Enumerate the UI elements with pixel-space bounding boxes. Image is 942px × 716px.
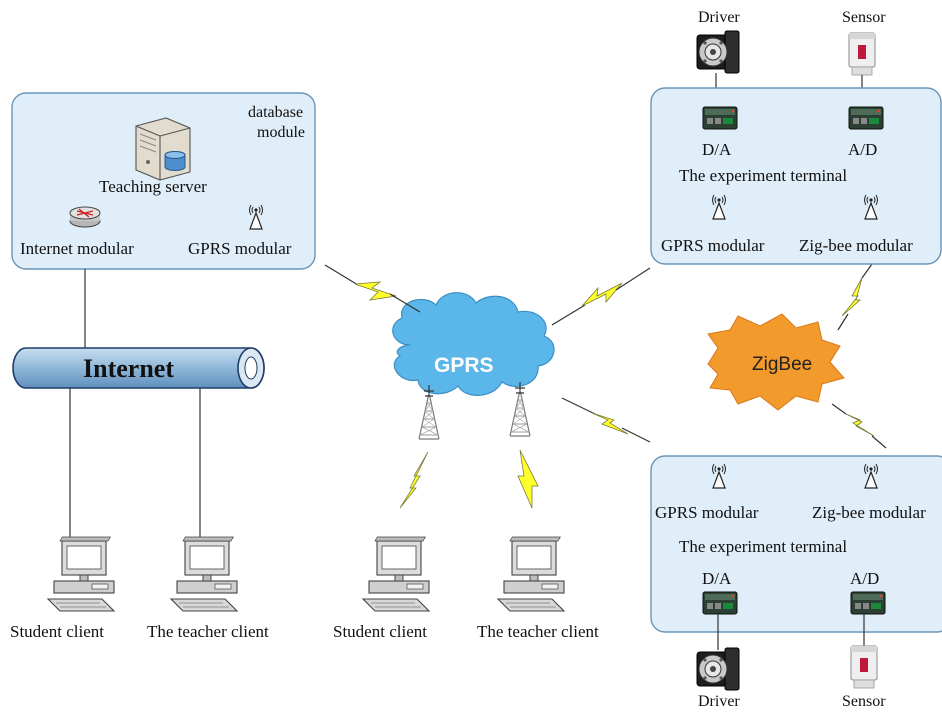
bottom-terminal-title: The experiment terminal xyxy=(679,537,847,556)
top-ad-label: A/D xyxy=(848,140,877,159)
teacher-client-2-icon[interactable] xyxy=(497,536,565,612)
top-sensor-icon xyxy=(848,32,876,76)
top-driver-motor-icon xyxy=(696,30,740,74)
top-zigbee-modular-label: Zig-bee modular xyxy=(799,236,913,255)
bottom-terminal-panel xyxy=(650,455,942,633)
gprs-label: GPRS xyxy=(434,354,494,377)
server-gprs-modular-label: GPRS modular xyxy=(188,239,292,258)
top-terminal-title: The experiment terminal xyxy=(679,166,847,185)
top-da-label: D/A xyxy=(702,140,732,159)
student-client-1-icon[interactable] xyxy=(47,536,115,612)
bottom-sensor-icon xyxy=(850,645,878,689)
top-da-board-icon xyxy=(702,106,738,130)
student-client-2-icon[interactable] xyxy=(362,536,430,612)
bottom-ad-label: A/D xyxy=(850,569,879,588)
teaching-server-label: Teaching server xyxy=(99,177,207,196)
bottom-driver-motor-icon xyxy=(696,647,740,691)
wireless-links xyxy=(324,263,887,509)
bottom-driver-label: Driver xyxy=(698,693,740,710)
bottom-gprs-modular-label: GPRS modular xyxy=(655,503,759,522)
bottom-da-label: D/A xyxy=(702,569,732,588)
database-icon xyxy=(164,151,186,171)
bottom-zigbee-modular-label: Zig-bee modular xyxy=(812,503,926,522)
bottom-sensor-label: Sensor xyxy=(842,693,886,710)
student-client-1-label: Student client xyxy=(10,622,104,641)
server-icon xyxy=(135,117,191,181)
teacher-client-1-icon[interactable] xyxy=(170,536,238,612)
internet-modular-label: Internet modular xyxy=(20,239,134,258)
gprs-cloud xyxy=(392,292,555,396)
bottom-da-board-icon xyxy=(702,591,738,615)
zigbee-hub xyxy=(707,313,845,411)
top-gprs-modular-label: GPRS modular xyxy=(661,236,765,255)
top-driver-label: Driver xyxy=(698,9,740,26)
internet-backbone xyxy=(12,347,265,389)
router-icon xyxy=(69,206,101,228)
top-terminal-panel xyxy=(650,87,942,265)
zigbee-label: ZigBee xyxy=(752,354,812,375)
teacher-client-2-label: The teacher client xyxy=(477,622,599,641)
teacher-client-1-label: The teacher client xyxy=(147,622,269,641)
student-client-2-label: Student client xyxy=(333,622,427,641)
top-sensor-label: Sensor xyxy=(842,9,886,26)
top-ad-board-icon xyxy=(848,106,884,130)
internet-label: Internet xyxy=(83,354,174,383)
database-module-label-1: database xyxy=(248,104,303,121)
database-module-label-2: module xyxy=(257,124,305,141)
gprs-tower-right-icon xyxy=(509,381,531,437)
bottom-ad-board-icon xyxy=(850,591,886,615)
